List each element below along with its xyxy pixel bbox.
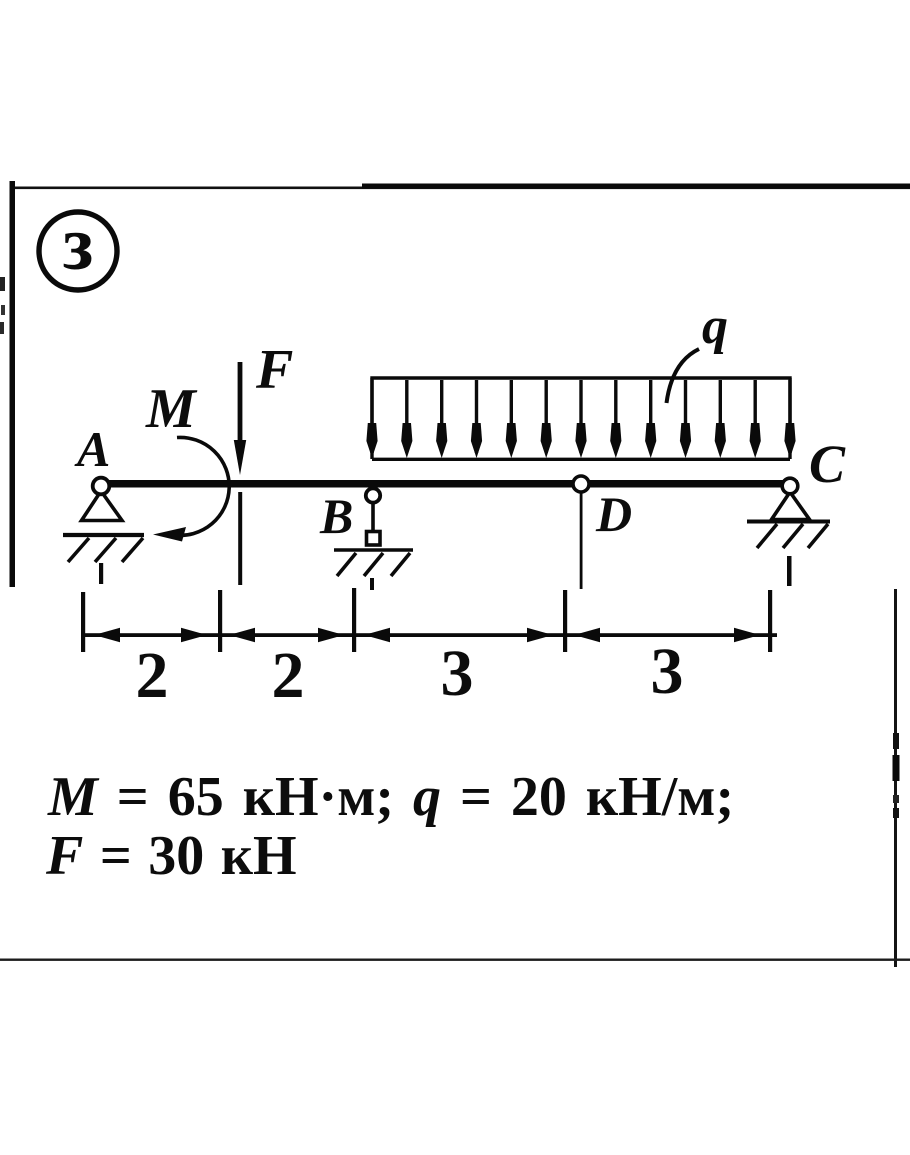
svg-text:q: q [702, 298, 728, 355]
svg-text:B: B [319, 488, 353, 544]
svg-text:3: 3 [651, 635, 684, 708]
svg-text:F: F [255, 339, 293, 401]
svg-text:з: з [63, 202, 94, 286]
svg-text:M = 65 кН·м; q = 20 кН/м;: M = 65 кН·м; q = 20 кН/м; [47, 766, 734, 828]
svg-text:M: M [145, 378, 198, 440]
svg-text:2: 2 [136, 639, 169, 712]
svg-text:A: A [74, 421, 110, 477]
svg-text:D: D [595, 486, 632, 542]
svg-text:C: C [809, 434, 846, 494]
svg-text:2: 2 [272, 639, 305, 712]
svg-text:F = 30 кН: F = 30 кН [45, 825, 297, 887]
svg-text:3: 3 [441, 637, 474, 710]
